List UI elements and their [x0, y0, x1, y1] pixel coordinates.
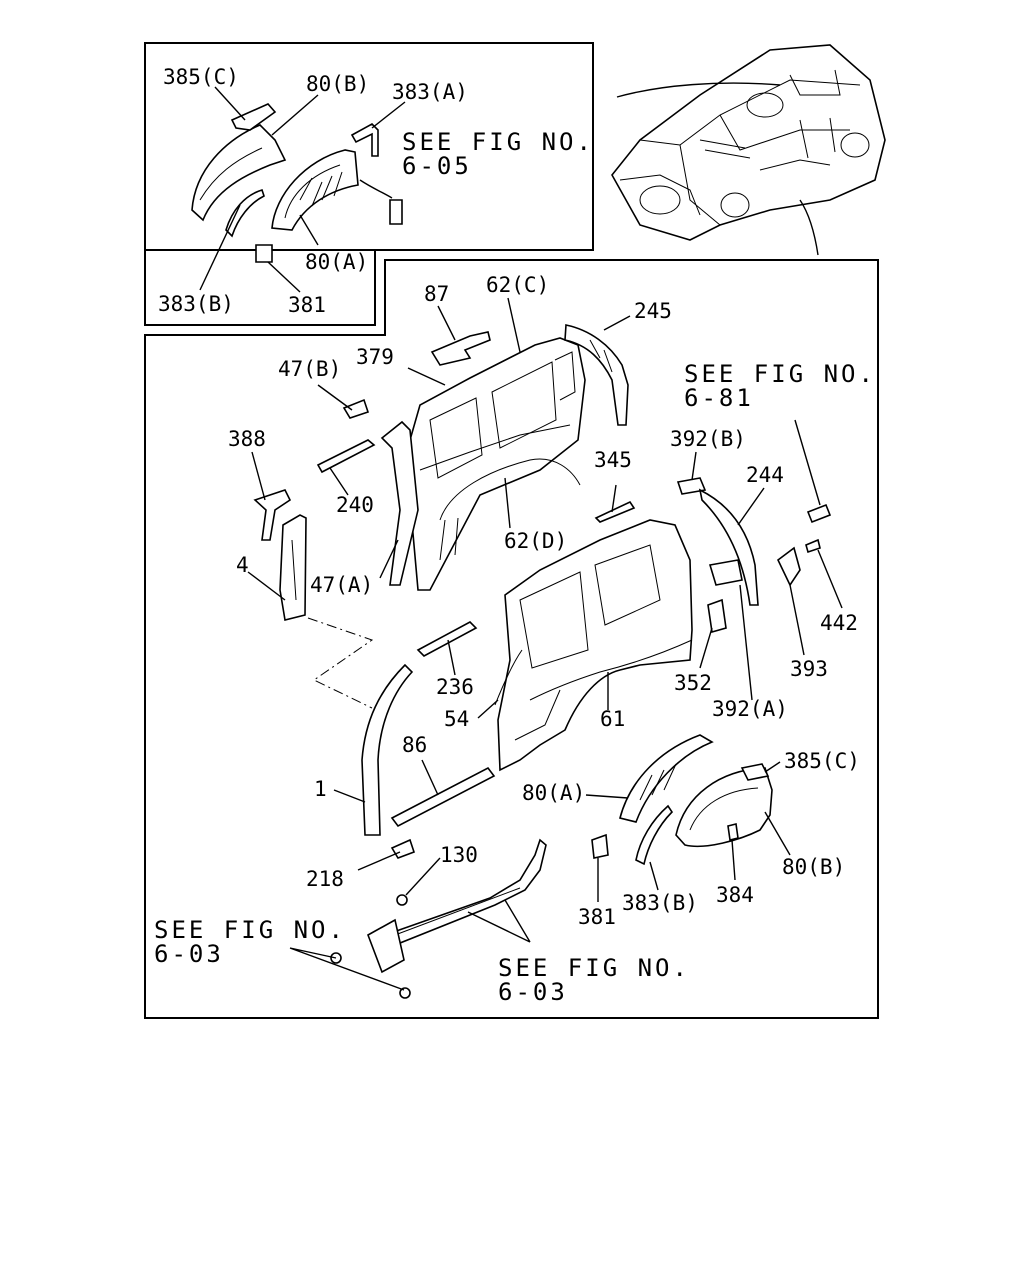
label-1: 1 [314, 777, 327, 801]
part-clip-681 [806, 503, 832, 524]
main-labels: 87 62(C) 245 47(B) 379 SEE FIG NO. 6-81 … [154, 273, 876, 1006]
label-388: 388 [228, 427, 266, 451]
part-lower-bracket [367, 918, 405, 974]
label-383b-inset: 383(B) [158, 292, 234, 316]
label-130: 130 [440, 843, 478, 867]
label-80b-main: 80(B) [782, 855, 845, 879]
bolt-icon-lower [399, 987, 411, 999]
note-see-fig-681-line1: SEE FIG NO. [684, 360, 876, 388]
part-62-upper-panel [409, 337, 586, 591]
label-442: 442 [820, 611, 858, 635]
label-385c-main: 385(C) [784, 749, 860, 773]
part-1-pillar [361, 663, 414, 836]
label-80b-inset: 80(B) [306, 72, 369, 96]
label-87: 87 [424, 282, 449, 306]
part-381-inset [255, 244, 273, 263]
part-bracket-inset [389, 199, 403, 225]
part-218 [390, 838, 416, 859]
part-87 [430, 331, 491, 366]
note-see-fig-603a-line1: SEE FIG NO. [154, 916, 346, 944]
inset-leaders [199, 86, 406, 293]
part-130-fastener [396, 894, 408, 906]
label-54: 54 [444, 707, 469, 731]
inset-frame [144, 42, 594, 251]
part-rocker-panel [383, 838, 547, 946]
phantom-lines [307, 617, 374, 709]
note-see-fig-603a-line2: 6-03 [154, 940, 224, 968]
label-80a-main: 80(A) [522, 781, 585, 805]
label-392b: 392(B) [670, 427, 746, 451]
part-345 [594, 500, 636, 523]
label-4: 4 [236, 553, 249, 577]
label-345: 345 [594, 448, 632, 472]
label-218: 218 [306, 867, 344, 891]
part-47b [342, 398, 370, 419]
part-4 [279, 514, 307, 621]
main-leaders [247, 297, 843, 991]
part-80a-main [619, 734, 714, 823]
label-385c-inset: 385(C) [163, 65, 239, 89]
frames [144, 42, 879, 1019]
label-245: 245 [634, 299, 672, 323]
part-80b-main [675, 767, 773, 848]
inset-labels: 385(C) 80(B) 383(A) SEE FIG NO. 6-05 80(… [158, 65, 594, 317]
part-393 [776, 546, 801, 587]
part-384 [727, 823, 739, 841]
inset-parts [191, 103, 403, 263]
part-61-quarter-panel [497, 519, 693, 772]
label-61: 61 [600, 707, 625, 731]
part-385c-main [740, 763, 770, 781]
part-80a-inset [271, 149, 359, 231]
note-see-fig-603b-line2: 6-03 [498, 978, 568, 1006]
label-47b: 47(B) [278, 357, 341, 381]
part-352 [707, 598, 727, 634]
label-383b-main: 383(B) [622, 891, 698, 915]
label-383a-inset: 383(A) [392, 80, 468, 104]
part-383a-inset [350, 123, 379, 157]
part-381-main [591, 833, 609, 859]
label-244: 244 [746, 463, 784, 487]
main-frame [144, 259, 879, 1019]
part-388 [253, 489, 292, 541]
label-392a: 392(A) [712, 697, 788, 721]
note-see-fig-605-line1: SEE FIG NO. [402, 128, 594, 156]
label-384: 384 [716, 883, 754, 907]
label-62c: 62(C) [486, 273, 549, 297]
part-236 [416, 621, 478, 657]
label-236: 236 [436, 675, 474, 699]
label-47a: 47(A) [310, 573, 373, 597]
label-80a-inset: 80(A) [305, 250, 368, 274]
label-352: 352 [674, 671, 712, 695]
part-392a [708, 559, 743, 586]
label-379: 379 [356, 345, 394, 369]
vehicle-overview-illustration [611, 44, 886, 256]
note-see-fig-681-line2: 6-81 [684, 384, 754, 412]
part-86-sill [390, 766, 496, 828]
main-parts [253, 324, 832, 999]
part-383b-inset [225, 189, 265, 238]
part-245 [564, 324, 629, 426]
note-see-fig-603b-line1: SEE FIG NO. [498, 954, 690, 982]
label-393: 393 [790, 657, 828, 681]
part-244 [698, 488, 759, 606]
part-47a [380, 420, 419, 586]
part-240 [316, 439, 376, 474]
label-381-main: 381 [578, 905, 616, 929]
part-383b-main [635, 804, 674, 866]
label-86: 86 [402, 733, 427, 757]
label-240: 240 [336, 493, 374, 517]
part-54 [494, 649, 523, 706]
note-see-fig-605-line2: 6-05 [402, 152, 472, 180]
inset-frame-lower [144, 250, 376, 326]
part-442 [805, 538, 821, 554]
label-381-inset: 381 [288, 293, 326, 317]
part-80b-inset [191, 124, 287, 222]
label-62d: 62(D) [504, 529, 567, 553]
part-385c-inset [230, 103, 277, 131]
